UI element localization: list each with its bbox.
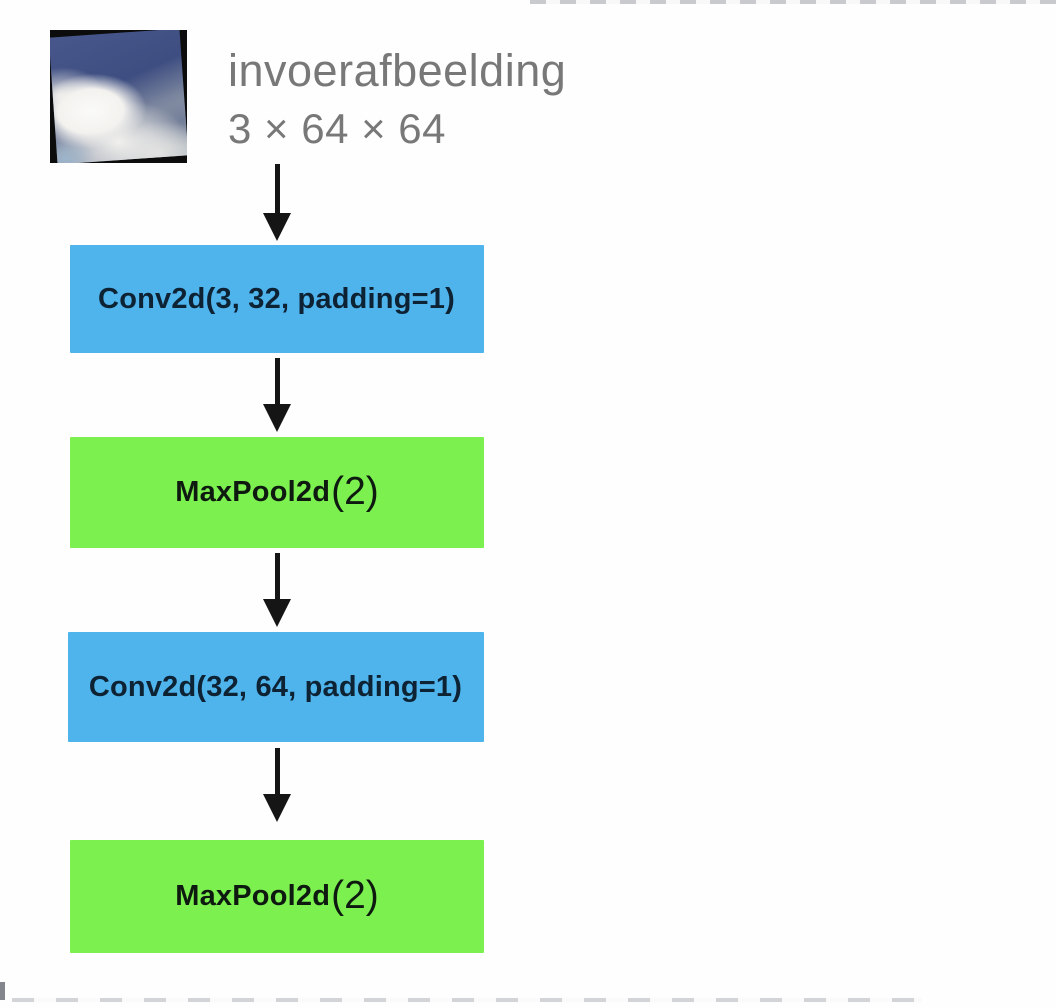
arrow-line (274, 164, 280, 213)
flow-arrow-3 (263, 553, 291, 627)
layer-label: MaxPool2d (175, 476, 331, 508)
arrow-line (274, 358, 280, 404)
arrow-head-down-icon (263, 599, 291, 627)
compression-artifact-top (530, 0, 1056, 4)
layer-suffix: (2) (331, 469, 379, 513)
layer-label: Conv2d(32, 64, padding=1) (88, 670, 463, 703)
flow-arrow-2 (263, 358, 291, 432)
arrow-line (274, 748, 280, 794)
flow-arrow-1 (263, 164, 291, 241)
compression-artifact-corner (0, 982, 5, 1000)
input-shape-label: 3 × 64 × 64 (228, 105, 447, 152)
arrow-head-down-icon (263, 794, 291, 822)
layer-label: Conv2d(3, 32, padding=1) (98, 282, 455, 315)
layer-box-pool1: MaxPool2d (2) (70, 437, 484, 548)
input-caption: invoerafbeelding 3 × 64 × 64 (228, 42, 566, 158)
input-label: invoerafbeelding (228, 45, 567, 96)
layer-box-pool2: MaxPool2d (2) (70, 840, 484, 953)
layer-box-conv2: Conv2d(32, 64, padding=1) (68, 632, 484, 742)
layer-box-conv1: Conv2d(3, 32, padding=1) (70, 245, 484, 353)
input-image-thumbnail (50, 30, 187, 163)
arrow-line (274, 553, 280, 599)
arrow-head-down-icon (263, 213, 291, 241)
layer-label: MaxPool2d (175, 880, 331, 912)
cloud-sky-photo (50, 30, 187, 163)
arrow-head-down-icon (263, 404, 291, 432)
flow-arrow-4 (263, 748, 291, 822)
compression-artifact-bottom (12, 998, 922, 1002)
layer-suffix: (2) (331, 873, 379, 917)
